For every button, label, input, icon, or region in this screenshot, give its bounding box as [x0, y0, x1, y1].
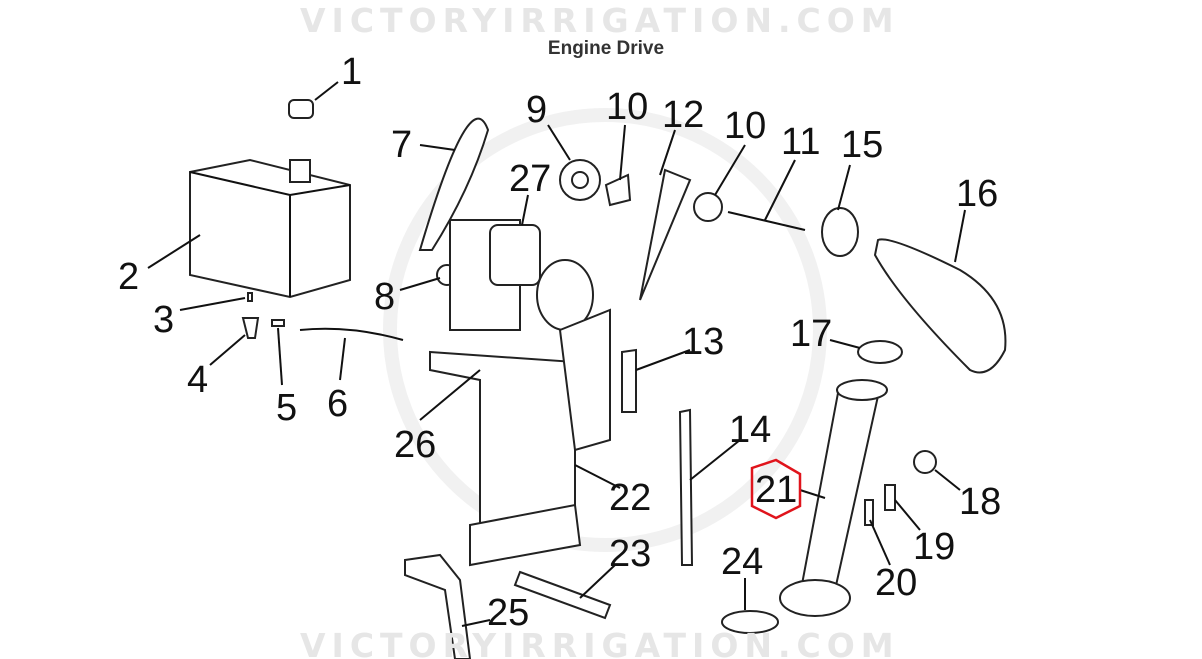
label-25[interactable]: 25: [487, 592, 529, 634]
highlight-hexagon: [750, 458, 802, 520]
label-27[interactable]: 27: [509, 158, 551, 200]
label-3[interactable]: 3: [153, 299, 174, 341]
label-14[interactable]: 14: [729, 409, 771, 451]
part-13: [621, 348, 637, 413]
part-tube-21: [798, 385, 882, 597]
label-10a[interactable]: 10: [606, 86, 648, 128]
part-shaft-11: [727, 211, 806, 231]
part-20: [864, 499, 874, 526]
part-hose: [299, 327, 404, 341]
label-19[interactable]: 19: [913, 526, 955, 568]
part-14: [678, 408, 694, 566]
part-ring-17: [857, 340, 903, 364]
part-23: [513, 570, 612, 620]
label-4[interactable]: 4: [187, 359, 208, 401]
label-12[interactable]: 12: [662, 94, 704, 136]
part-engine: [449, 219, 594, 331]
part-valve: [241, 317, 260, 339]
part-frame: [429, 308, 611, 567]
label-16[interactable]: 16: [956, 173, 998, 215]
label-17[interactable]: 17: [790, 313, 832, 355]
part-5: [271, 319, 285, 327]
part-pulley-9-hub: [571, 171, 589, 189]
watermark-top: VICTORYIRRIGATION.COM: [300, 1, 900, 40]
watermark-bottom: VICTORYIRRIGATION.COM: [300, 626, 900, 659]
part-bracket-12: [639, 168, 692, 301]
label-21[interactable]: 21: [755, 469, 797, 511]
part-25: [404, 553, 472, 659]
diagram-title: Engine Drive: [548, 38, 664, 59]
label-6[interactable]: 6: [327, 383, 348, 425]
watermark-seal: [383, 108, 827, 552]
label-15[interactable]: 15: [841, 124, 883, 166]
part-3: [247, 292, 253, 302]
leader-lines: [147, 81, 966, 627]
label-11[interactable]: 11: [781, 121, 820, 163]
label-1[interactable]: 1: [341, 51, 362, 93]
label-18[interactable]: 18: [959, 481, 1001, 523]
part-bearing-10b: [693, 192, 723, 222]
part-belt-16: [873, 238, 1007, 374]
part-pulley-15: [821, 207, 859, 257]
part-ring-24: [721, 610, 779, 634]
part-bearing-10a: [604, 173, 632, 207]
label-5[interactable]: 5: [276, 387, 297, 429]
label-20[interactable]: 20: [875, 562, 917, 604]
part-fuel-tank: [189, 158, 351, 299]
part-19: [884, 484, 896, 511]
label-24[interactable]: 24: [721, 541, 763, 583]
label-7[interactable]: 7: [391, 124, 412, 166]
label-2[interactable]: 2: [118, 256, 139, 298]
part-tube-base: [779, 579, 851, 617]
part-cap: [288, 99, 314, 119]
label-26[interactable]: 26: [394, 424, 436, 466]
label-8[interactable]: 8: [374, 276, 395, 318]
part-tube-flange: [836, 379, 888, 401]
label-10b[interactable]: 10: [724, 105, 766, 147]
label-22[interactable]: 22: [609, 477, 651, 519]
part-belt-7: [418, 117, 490, 251]
label-23[interactable]: 23: [609, 533, 651, 575]
part-gauge-18: [913, 450, 937, 474]
label-13[interactable]: 13: [682, 321, 724, 363]
label-9[interactable]: 9: [526, 89, 547, 131]
